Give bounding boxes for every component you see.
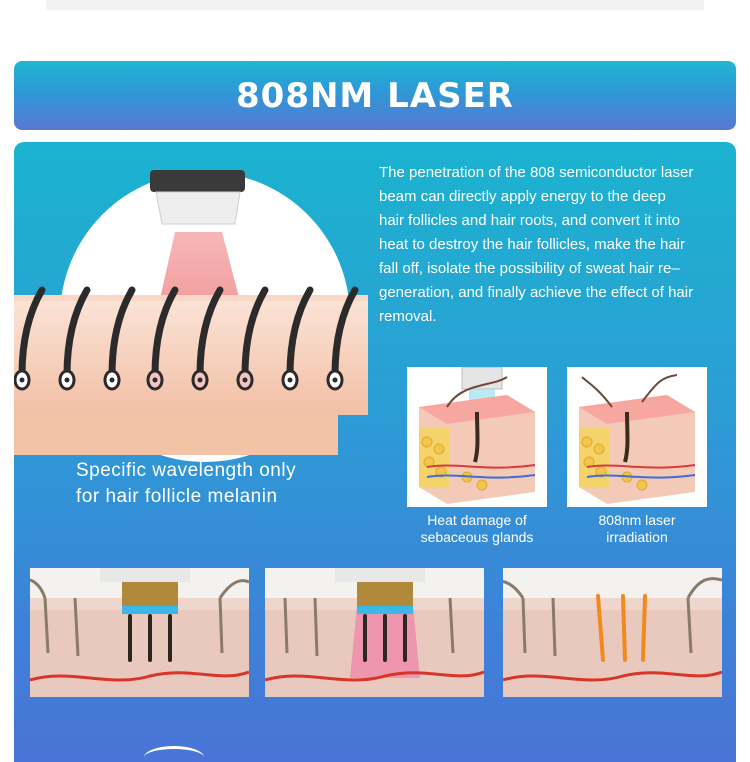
section-banner: 808NM LASER <box>14 61 736 130</box>
label-line: sebaceous glands <box>420 529 534 545</box>
caption-line: Specific wavelength only <box>76 460 297 481</box>
partial-graphic <box>144 746 204 762</box>
top-divider-bar <box>46 0 704 10</box>
description-line: hair follicles and hair roots, and conve… <box>379 212 680 229</box>
treatment-step-3 <box>503 568 722 697</box>
description-text: The penetration of the 808 semiconductor… <box>379 161 724 329</box>
description-line: removal. <box>379 308 437 325</box>
skin-diagram-label: Heat damage of sebaceous glands <box>397 512 557 546</box>
skin-diagram-label: 808nm laser irradiation <box>557 512 717 546</box>
description-line: heat to destroy the hair follicles, make… <box>379 236 685 253</box>
treatment-step-1 <box>30 568 249 697</box>
label-line: Heat damage of <box>427 512 527 528</box>
laser-hair-illustration <box>14 170 368 462</box>
skin-diagram-laser-irradiation <box>567 367 707 507</box>
banner-title: 808NM LASER <box>236 75 514 116</box>
skin-diagram-heat-damage <box>407 366 547 507</box>
caption-line: for hair follicle melanin <box>76 486 278 507</box>
description-line: The penetration of the 808 semiconductor… <box>379 164 694 181</box>
label-line: irradiation <box>606 529 668 545</box>
description-line: generation, and finally achieve the effe… <box>379 284 694 301</box>
content-panel: Specific wavelength only for hair follic… <box>14 142 736 762</box>
illustration-caption: Specific wavelength only for hair follic… <box>76 458 296 510</box>
treatment-step-2 <box>265 568 484 697</box>
description-line: fall off, isolate the possibility of swe… <box>379 260 680 277</box>
description-line: beam can directly apply energy to the de… <box>379 188 666 205</box>
label-line: 808nm laser <box>598 512 676 528</box>
